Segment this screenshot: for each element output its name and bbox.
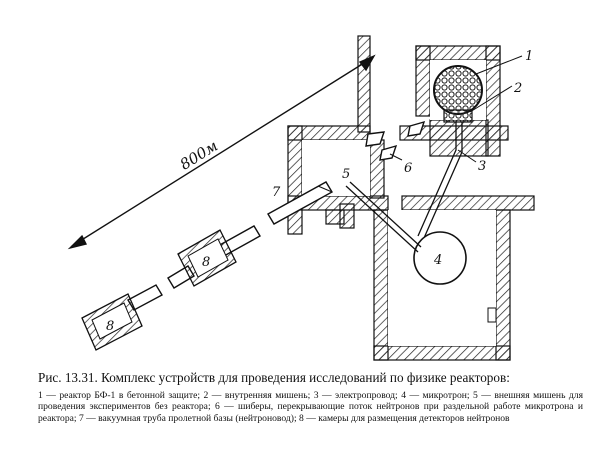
component-labels: 1 2 3 4 5 6 7 8 8 xyxy=(106,49,533,334)
shutters xyxy=(365,120,426,161)
leader-lines xyxy=(317,55,523,193)
external-target-beamline xyxy=(345,181,422,253)
wall-notch xyxy=(487,307,497,323)
vacuum-pipe xyxy=(127,181,333,311)
label-1: 1 xyxy=(525,49,533,64)
label-3: 3 xyxy=(478,159,486,174)
label-5: 5 xyxy=(342,167,350,182)
label-7: 7 xyxy=(272,185,281,200)
figure-number: Рис. 13.31. xyxy=(38,370,98,385)
caption-legend: 1 — реактор БФ-1 в бетонной защите; 2 — … xyxy=(38,390,583,424)
electron-guide xyxy=(417,122,463,239)
reactor-complex-diagram: 800м 1 2 3 4 5 6 7 8 8 xyxy=(67,35,535,361)
caption-title: Рис. 13.31. Комплекс устройств для прове… xyxy=(38,370,583,385)
label-6: 6 xyxy=(404,161,412,176)
figure-caption: Рис. 13.31. Комплекс устройств для прове… xyxy=(38,370,583,424)
label-2: 2 xyxy=(513,81,522,96)
detector-chamber-lower xyxy=(81,293,143,351)
concrete-walls xyxy=(287,35,535,361)
label-8-lower: 8 xyxy=(106,319,114,334)
detector-chamber-upper xyxy=(177,229,237,287)
caption-title-text: Комплекс устройств для проведения исслед… xyxy=(101,370,510,385)
microtron xyxy=(413,231,467,285)
distance-dimension xyxy=(67,54,376,250)
label-4: 4 xyxy=(433,253,442,268)
label-8-upper: 8 xyxy=(202,255,210,270)
distance-label: 800м xyxy=(177,137,221,174)
reactor-core xyxy=(433,65,483,123)
